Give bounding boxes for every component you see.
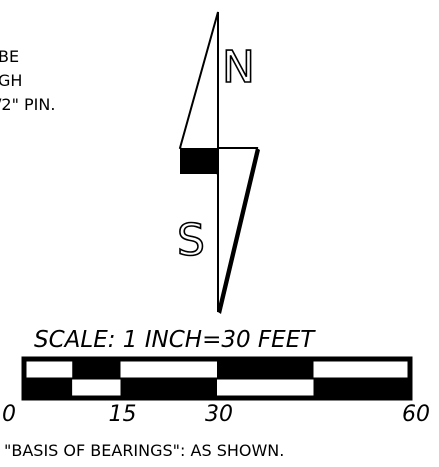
scale-tick-label: 0 xyxy=(2,402,16,427)
scale-tick-labels: 0 15 30 60 xyxy=(2,402,430,427)
scale-title: SCALE: 1 INCH=30 FEET xyxy=(34,327,316,353)
scale-segment-black xyxy=(217,359,314,379)
pin-note-line-1: BE xyxy=(0,47,19,66)
scale-tick-label: 30 xyxy=(205,402,233,427)
south-letter: S xyxy=(177,215,205,266)
scale-segment-white xyxy=(217,378,314,398)
north-arrow-shadow xyxy=(218,148,260,314)
scale-tick-label: 15 xyxy=(109,402,137,427)
basis-of-bearings-note: "BASIS OF BEARINGS": AS SHOWN. xyxy=(4,441,284,460)
scale-segment-black xyxy=(313,378,410,398)
scale-bar-group: SCALE: 1 INCH=30 FEET 0 15 30 60 xyxy=(2,327,430,427)
scale-segment-white xyxy=(72,378,121,398)
north-letter: N xyxy=(222,42,255,93)
north-arrow: N S xyxy=(176,11,260,314)
scale-tick-label: 60 xyxy=(402,402,430,427)
scale-segment-white xyxy=(120,359,217,379)
scale-segment-black xyxy=(24,378,73,398)
scale-segment-white xyxy=(24,359,73,379)
north-arrow-black-band xyxy=(180,148,218,174)
scale-segment-black xyxy=(72,359,121,379)
pin-note-line-3: /2" PIN. xyxy=(0,95,55,114)
scale-bar xyxy=(21,356,413,401)
scale-segment-black xyxy=(120,378,217,398)
pin-note-line-2: GH xyxy=(0,71,22,90)
pin-note: BE GH /2" PIN. xyxy=(0,47,55,114)
scale-segment-white xyxy=(313,359,410,379)
